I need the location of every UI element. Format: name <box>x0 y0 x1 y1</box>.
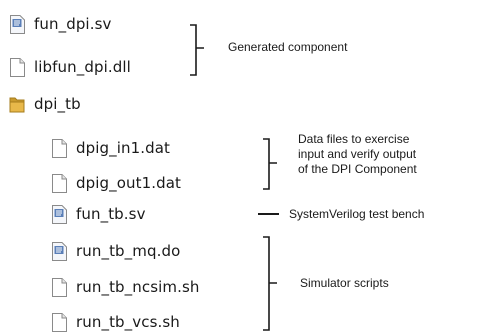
folder-dpi-tb[interactable]: dpi_tb <box>9 93 81 115</box>
file-name: dpig_in1.dat <box>76 139 171 157</box>
blank-file-icon <box>9 57 26 77</box>
test-bench-label: SystemVerilog test bench <box>289 207 425 221</box>
folder-icon <box>9 95 26 114</box>
file-dpig-out1-dat[interactable]: dpig_out1.dat <box>51 172 181 194</box>
file-name: dpig_out1.dat <box>76 174 182 192</box>
file-name: fun_tb.sv <box>76 205 146 223</box>
file-dpig-in1-dat[interactable]: dpig_in1.dat <box>51 137 170 159</box>
simulator-scripts-label: Simulator scripts <box>300 276 389 290</box>
file-name: fun_dpi.sv <box>34 15 112 33</box>
script-file-icon <box>51 241 68 261</box>
file-run-tb-vcs-sh[interactable]: run_tb_vcs.sh <box>51 311 180 333</box>
file-libfun-dpi-dll[interactable]: libfun_dpi.dll <box>9 56 131 78</box>
blank-file-icon <box>51 138 68 158</box>
data-files-label-line2: input and verify output <box>298 147 417 161</box>
generated-component-brace <box>190 24 204 76</box>
file-run-tb-mq-do[interactable]: run_tb_mq.do <box>51 240 180 262</box>
data-files-label-line3: of the DPI Component <box>298 162 417 176</box>
file-fun-dpi-sv[interactable]: fun_dpi.sv <box>9 13 111 35</box>
test-bench-dash <box>258 213 279 215</box>
data-files-label-line1: Data files to exercise <box>298 132 410 146</box>
blank-file-icon <box>51 312 68 332</box>
blank-file-icon <box>51 173 68 193</box>
file-fun-tb-sv[interactable]: fun_tb.sv <box>51 203 146 225</box>
file-name: run_tb_mq.do <box>76 242 181 260</box>
blank-file-icon <box>51 277 68 297</box>
simulator-scripts-brace <box>263 236 277 331</box>
folder-name: dpi_tb <box>34 95 81 113</box>
script-file-icon <box>51 204 68 224</box>
data-files-brace <box>263 138 277 190</box>
generated-component-label: Generated component <box>228 40 348 54</box>
script-file-icon <box>9 14 26 34</box>
file-run-tb-ncsim-sh[interactable]: run_tb_ncsim.sh <box>51 276 200 298</box>
file-name: run_tb_ncsim.sh <box>76 278 200 296</box>
file-name: run_tb_vcs.sh <box>76 313 180 331</box>
file-name: libfun_dpi.dll <box>34 58 131 76</box>
